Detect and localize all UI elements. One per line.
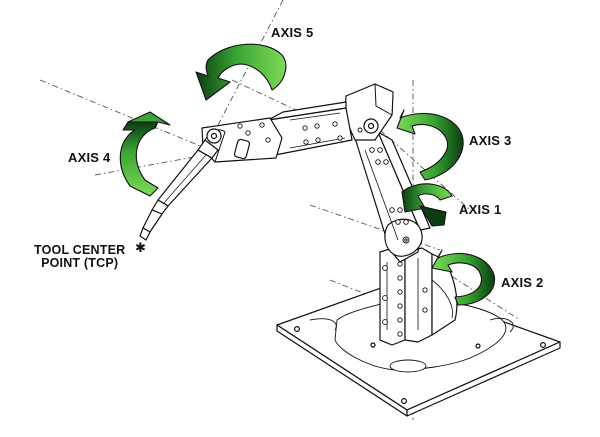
axis-5-label: AXIS 5 [271,25,314,40]
axis-2-rotation-arrow [431,249,496,306]
wrist-bolts [237,122,271,143]
tcp-label-line2: POINT (TCP) [41,256,119,270]
axis-5-rotation-arrow [195,43,287,101]
upper-arm [267,83,394,156]
axis-3-rotation-arrow [396,109,464,181]
axis-3-label: AXIS 3 [469,133,512,148]
axis-4-label: AXIS 4 [68,150,111,165]
tool-shaft [139,139,219,241]
axis-1-label: AXIS 1 [459,202,502,217]
lower-arm-bolts [369,147,410,244]
axis-1-rotation-arrow [401,183,453,227]
tcp-label: TOOL CENTER POINT (TCP) [34,244,125,270]
axis-2-label: AXIS 2 [501,275,544,290]
tcp-label-line1: TOOL CENTER [34,243,126,257]
base-column-bolts [382,261,428,337]
axis-4-rotation-arrow [119,111,171,197]
upper-arm-bolts [302,121,343,145]
tcp-marker-icon: ✱ [135,240,147,255]
misc-bolts [357,127,363,133]
